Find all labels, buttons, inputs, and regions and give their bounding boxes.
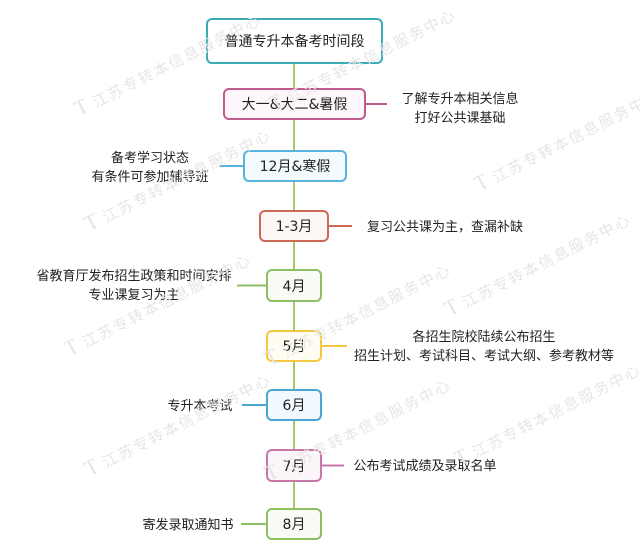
stage-note-line: 复习公共课为主，查漏补缺 [366, 220, 523, 235]
stage-note-line: 各招生院校陆续公布招生 [412, 330, 556, 345]
stage-box: 大一&大二&暑假 [223, 88, 366, 120]
stage-note-line: 专升本考试 [167, 399, 233, 414]
stage-box: 4月 [266, 269, 322, 302]
stage-note: 专升本考试 [166, 397, 235, 416]
stage-note-line: 省教育厅发布招生政策和时间安排 [36, 269, 232, 284]
stage-note: 了解专升本相关信息打好公共课基础 [400, 90, 521, 128]
stage-label: 7月 [282, 458, 306, 475]
stage-note: 各招生院校陆续公布招生招生计划、考试科目、考试大纲、参考教材等 [352, 328, 616, 366]
stage-note-line: 备考学习状态 [110, 151, 189, 166]
stage-label: 1-3月 [275, 219, 313, 235]
stage-box: 8月 [266, 508, 322, 540]
stage-note-line: 有条件可参加辅导班 [91, 170, 209, 185]
stage-note-line: 了解专升本相关信息 [401, 92, 519, 107]
stage-label: 大一&大二&暑假 [241, 97, 348, 113]
stage-note: 寄发录取通知书 [141, 516, 236, 535]
stage-note: 备考学习状态有条件可参加辅导班 [90, 149, 211, 187]
stage-label: 5月 [282, 339, 306, 355]
stage-label: 8月 [282, 517, 306, 533]
stage-note-line: 专业课复习为主 [88, 288, 180, 303]
stage-label: 12月&寒假 [259, 159, 331, 175]
diagram-title-text: 普通专升本备考时间段 [224, 34, 365, 50]
stage-box: 1-3月 [259, 210, 329, 242]
stage-box: 6月 [266, 389, 322, 421]
stage-note: 省教育厅发布招生政策和时间安排专业课复习为主 [35, 267, 234, 305]
stage-box: 5月 [266, 330, 322, 362]
stage-note: 复习公共课为主，查漏补缺 [365, 218, 525, 237]
stage-note-line: 寄发录取通知书 [142, 518, 234, 533]
diagram-title: 普通专升本备考时间段 [206, 18, 383, 64]
stage-note-line: 打好公共课基础 [414, 111, 506, 126]
stage-box: 12月&寒假 [243, 150, 347, 182]
stage-box: 7月 [266, 449, 322, 482]
stage-label: 4月 [282, 278, 306, 295]
stage-label: 6月 [282, 398, 306, 414]
stage-note-line: 公布考试成绩及录取名单 [353, 459, 497, 474]
stage-note-line: 招生计划、考试科目、考试大纲、参考教材等 [353, 349, 614, 364]
stage-note: 公布考试成绩及录取名单 [352, 457, 499, 476]
